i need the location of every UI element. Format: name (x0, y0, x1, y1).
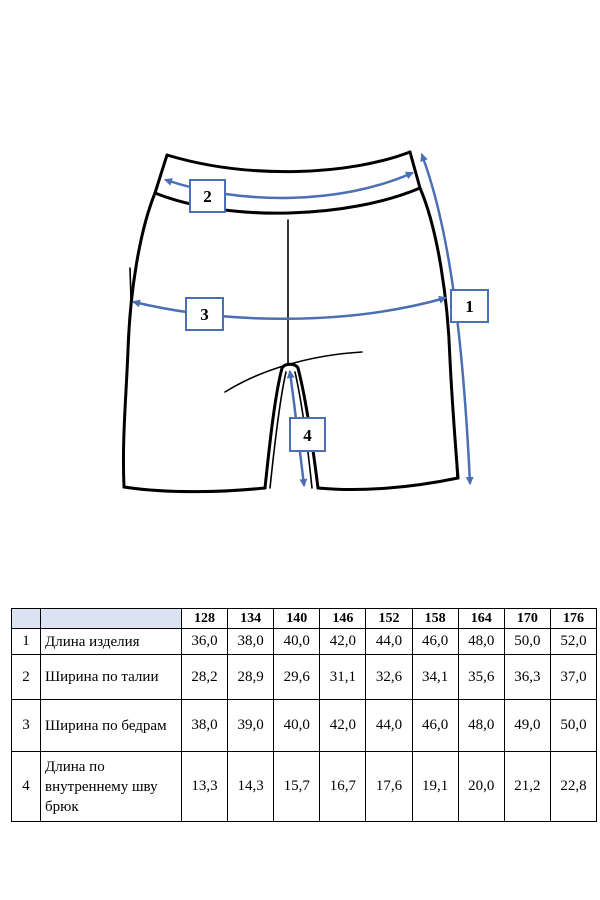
header-blank-cell (11, 608, 41, 629)
table-row: 2 Ширина по талии 28,2 28,9 29,6 31,1 32… (11, 654, 598, 700)
marker-1: 1 (450, 289, 489, 323)
value-cell: 28,9 (227, 654, 275, 700)
table-row: 1 Длина изделия 36,0 38,0 40,0 42,0 44,0… (11, 628, 598, 655)
marker-3-label: 3 (200, 305, 209, 324)
value-cell: 21,2 (503, 751, 551, 822)
value-cell: 40,0 (273, 699, 321, 752)
shorts-diagram: 1 2 3 4 (121, 150, 489, 494)
size-header: 176 (549, 608, 598, 629)
size-table: 128 134 140 146 152 158 164 170 176 1 Дл… (11, 608, 598, 822)
value-cell: 36,3 (503, 654, 551, 700)
size-header: 140 (273, 608, 321, 629)
value-cell: 42,0 (319, 699, 367, 752)
value-cell: 15,7 (273, 751, 321, 822)
value-cell: 50,0 (503, 628, 551, 655)
value-cell: 28,2 (180, 654, 229, 700)
value-cell: 48,0 (457, 699, 505, 752)
value-cell: 36,0 (180, 628, 229, 655)
value-cell: 46,0 (411, 699, 459, 752)
value-cell: 38,0 (180, 699, 229, 752)
size-header: 134 (227, 608, 275, 629)
hip-arrow (132, 295, 447, 320)
value-cell: 50,0 (549, 699, 598, 752)
left-leg-hem (122, 485, 267, 494)
value-cell: 19,1 (411, 751, 459, 822)
value-cell: 40,0 (273, 628, 321, 655)
right-leg-hem (316, 476, 460, 492)
value-cell: 22,8 (549, 751, 598, 822)
table-row: 3 Ширина по бедрам 38,0 39,0 40,0 42,0 4… (11, 699, 598, 752)
size-header: 170 (503, 608, 551, 629)
value-cell: 44,0 (365, 628, 413, 655)
fold-line (224, 351, 363, 393)
size-header: 146 (319, 608, 367, 629)
left-inseam (263, 366, 284, 490)
value-cell: 35,6 (457, 654, 505, 700)
header-blank-cell (40, 608, 182, 629)
size-header: 158 (411, 608, 459, 629)
row-number: 4 (11, 751, 41, 822)
value-cell: 20,0 (457, 751, 505, 822)
value-cell: 52,0 (549, 628, 598, 655)
waistband-right-edge (408, 150, 422, 190)
value-cell: 39,0 (227, 699, 275, 752)
value-cell: 34,1 (411, 654, 459, 700)
value-cell: 46,0 (411, 628, 459, 655)
value-cell: 16,7 (319, 751, 367, 822)
left-leg-mark (129, 267, 132, 301)
value-cell: 32,6 (365, 654, 413, 700)
waistband-top (165, 150, 412, 174)
marker-2: 2 (189, 179, 226, 213)
value-cell: 49,0 (503, 699, 551, 752)
size-header: 164 (457, 608, 505, 629)
row-label: Ширина по талии (40, 654, 182, 700)
marker-3: 3 (185, 297, 224, 331)
table-row: 4 Длина по внутреннему шву брюк 13,3 14,… (11, 751, 598, 822)
row-number: 1 (11, 628, 41, 655)
row-number: 3 (11, 699, 41, 752)
value-cell: 44,0 (365, 699, 413, 752)
marker-1-label: 1 (465, 297, 474, 316)
value-cell: 14,3 (227, 751, 275, 822)
size-header: 152 (365, 608, 413, 629)
size-header: 128 (180, 608, 229, 629)
value-cell: 17,6 (365, 751, 413, 822)
row-number: 2 (11, 654, 41, 700)
waistband-left-edge (153, 153, 169, 195)
marker-2-label: 2 (203, 187, 212, 206)
left-side-seam (121, 191, 157, 489)
value-cell: 37,0 (549, 654, 598, 700)
row-label: Длина по внутреннему шву брюк (40, 751, 182, 822)
value-cell: 48,0 (457, 628, 505, 655)
marker-4-label: 4 (303, 426, 312, 445)
waistband-bottom (153, 186, 422, 215)
value-cell: 42,0 (319, 628, 367, 655)
value-cell: 13,3 (180, 751, 229, 822)
right-leg-mark (455, 454, 458, 479)
right-side-seam (418, 186, 460, 480)
marker-4: 4 (289, 417, 326, 452)
table-header-row: 128 134 140 146 152 158 164 170 176 (11, 608, 598, 629)
value-cell: 38,0 (227, 628, 275, 655)
row-label: Ширина по бедрам (40, 699, 182, 752)
left-inseam-double (269, 371, 287, 489)
value-cell: 29,6 (273, 654, 321, 700)
row-label: Длина изделия (40, 628, 182, 655)
value-cell: 31,1 (319, 654, 367, 700)
